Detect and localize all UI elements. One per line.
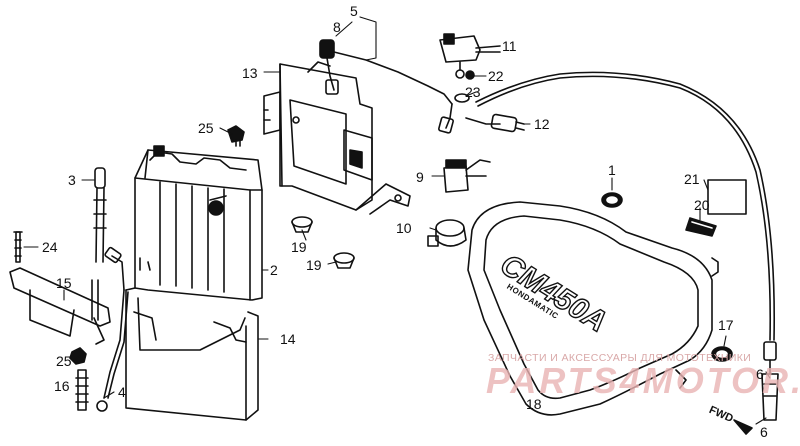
- grommet-19-lower: [333, 252, 355, 269]
- callout-11: 11: [502, 38, 517, 54]
- relay-11: [439, 33, 501, 79]
- callout-5: 5: [350, 3, 358, 19]
- callout-14: 14: [280, 331, 296, 347]
- callout-8: 8: [333, 19, 341, 35]
- callout-16: 16: [54, 378, 70, 394]
- watermark-caption: ЗАПЧАСТИ И АКСЕССУАРЫ ДЛЯ МОТОТЕХНИКИ: [488, 352, 752, 364]
- callout-10: 10: [396, 220, 412, 236]
- callout-21: 21: [684, 171, 700, 187]
- breather-tube: [91, 167, 107, 321]
- grommet-17: [711, 346, 733, 362]
- callout-2: 2: [270, 262, 278, 278]
- bolt-25-upper: [227, 125, 245, 147]
- callout-22: 22: [488, 68, 504, 84]
- callout-12: 12: [534, 116, 550, 132]
- fwd-arrow: [733, 419, 753, 435]
- nut-25-lower: [69, 347, 87, 365]
- callout-3: 3: [68, 172, 76, 188]
- callout-6: 6: [760, 424, 768, 440]
- callout-15: 15: [56, 275, 72, 291]
- wire-harness-5: [333, 51, 454, 134]
- cable-12: [465, 113, 525, 133]
- callout-13: 13: [242, 65, 258, 81]
- battery-case: [125, 287, 259, 421]
- callout-leaders: [23, 16, 771, 425]
- negative-cable: [96, 246, 129, 412]
- side-cover: [467, 201, 719, 416]
- bolt-16: [75, 369, 89, 411]
- callout-19-upper: 19: [291, 239, 307, 255]
- callout-19-lower: 19: [306, 257, 322, 273]
- callout-18: 18: [526, 396, 542, 412]
- battery-holder-plate: [9, 267, 111, 345]
- callout-25-lower: 25: [56, 353, 72, 369]
- grommet-10: [427, 219, 467, 247]
- grommet-22: [465, 70, 475, 80]
- callout-1: 1: [608, 162, 616, 178]
- grommet-1: [601, 192, 623, 208]
- battery: [134, 145, 263, 301]
- callout-20: 20: [694, 197, 710, 213]
- bolt-24: [13, 231, 23, 263]
- clip-20: [685, 217, 717, 237]
- watermark-logo: PARTS4MOTOR.RU: [486, 360, 800, 401]
- callout-4: 4: [118, 384, 126, 400]
- callout-25-upper: 25: [198, 120, 214, 136]
- callout-24: 24: [42, 239, 58, 255]
- rectifier-9: [443, 159, 491, 193]
- grommet-19-upper: [291, 216, 313, 233]
- electrical-bracket: [263, 61, 411, 215]
- callout-17: 17: [718, 317, 734, 333]
- connector-8: [319, 39, 339, 95]
- callout-7: 6: [756, 366, 764, 382]
- label-plate-21: [707, 179, 747, 215]
- washer-23: [454, 93, 470, 103]
- callout-23: 23: [465, 84, 481, 100]
- callout-9: 9: [416, 169, 424, 185]
- long-cable: [475, 71, 779, 421]
